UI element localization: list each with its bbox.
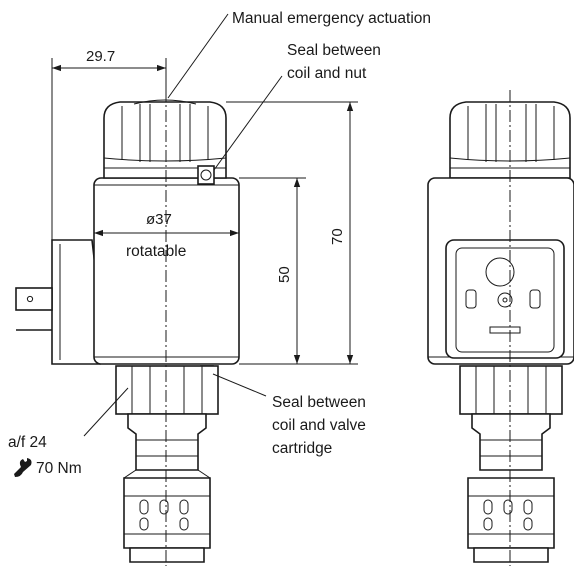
dimension-coil-height: 50 [239,177,306,365]
seal-nut-label-line1: Seal between [287,42,381,59]
hex-nut [115,365,219,415]
rotatable-label: rotatable [126,243,186,260]
seal-cartridge-label-line2: coil and valve [272,417,366,434]
dimension-total-height-label: 70 [329,228,346,245]
valve-cartridge [123,413,211,563]
dimension-overhang: 29.7 [51,48,167,240]
seal-cartridge-label-line1: Seal between [272,394,366,411]
wrench-icon [14,458,32,477]
seal-cartridge-label-line3: cartridge [272,440,332,457]
front-view [427,90,574,566]
coil-nut [103,99,227,179]
dimension-diameter-label: ø37 [146,211,172,228]
manual-actuation-label: Manual emergency actuation [232,10,431,27]
wrench-size-label: a/f 24 [8,434,47,451]
seal-nut-label-line2: coil and nut [287,65,367,82]
dimension-diameter: ø37 rotatable [94,211,239,260]
dimension-coil-height-label: 50 [276,266,293,283]
dimension-overhang-label: 29.7 [86,48,115,65]
callout-manual-actuation: Manual emergency actuation [167,10,431,99]
callout-seal-nut: Seal between coil and nut [213,42,381,171]
plug-connector [15,239,101,365]
seal-coil-nut-symbol [197,165,215,185]
dimension-total-height: 70 [226,101,358,365]
callout-seal-cartridge: Seal between coil and valve cartridge [212,373,366,457]
front-plug-face [445,239,565,359]
torque-label: 70 Nm [36,460,82,477]
callout-wrench: a/f 24 70 Nm [8,387,129,477]
side-view [15,90,240,566]
